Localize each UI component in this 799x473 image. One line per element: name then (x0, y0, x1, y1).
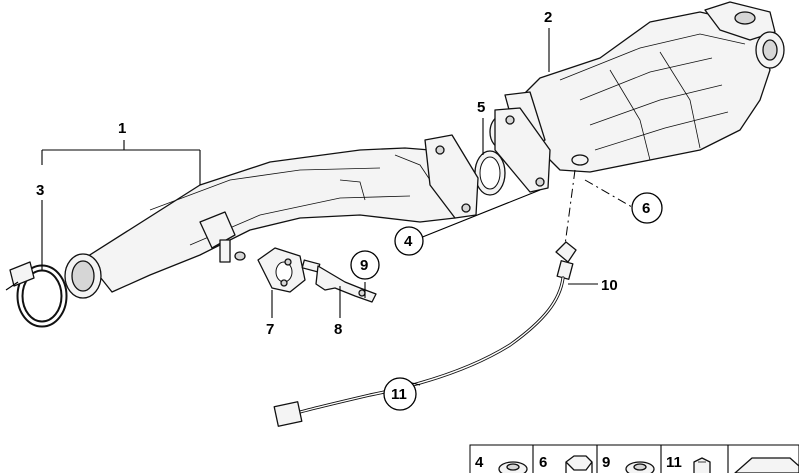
callout-3: 3 (36, 182, 44, 199)
callout-10: 10 (601, 277, 618, 294)
callout-6-circle: 6 (631, 192, 663, 224)
nut-icon (498, 461, 528, 473)
callout-9-circle: 9 (350, 250, 380, 280)
callout-2: 2 (544, 9, 552, 26)
legend-number-6: 6 (539, 454, 547, 471)
callout-9: 9 (360, 257, 368, 274)
callout-7: 7 (266, 321, 274, 338)
callout-6: 6 (642, 200, 650, 217)
callout-8: 8 (334, 321, 342, 338)
leader-lines (41, 28, 633, 386)
callout-11: 11 (391, 386, 407, 403)
seal-ring (474, 150, 506, 196)
front-pipe (64, 134, 479, 299)
nut-icon (625, 461, 655, 473)
legend-number-9: 9 (602, 454, 610, 471)
bracket-icon (734, 457, 799, 473)
callout-1: 1 (118, 120, 126, 137)
callout-5: 5 (477, 99, 485, 116)
rubber-mount (257, 247, 306, 293)
callout-4-circle: 4 (394, 226, 424, 256)
parts-legend: 4 6 9 11 (469, 444, 799, 473)
legend-number-11: 11 (666, 454, 682, 471)
catalytic-converter (489, 1, 785, 193)
callout-11-circle: 11 (383, 377, 417, 411)
callout-4: 4 (404, 233, 413, 250)
legend-number-4: 4 (475, 454, 484, 471)
cable-clip-icon (693, 457, 711, 473)
holder-bracket (301, 259, 377, 303)
pipe-clamp (5, 261, 68, 328)
hex-nut-icon (565, 455, 593, 473)
oxygen-sensor (273, 241, 577, 427)
